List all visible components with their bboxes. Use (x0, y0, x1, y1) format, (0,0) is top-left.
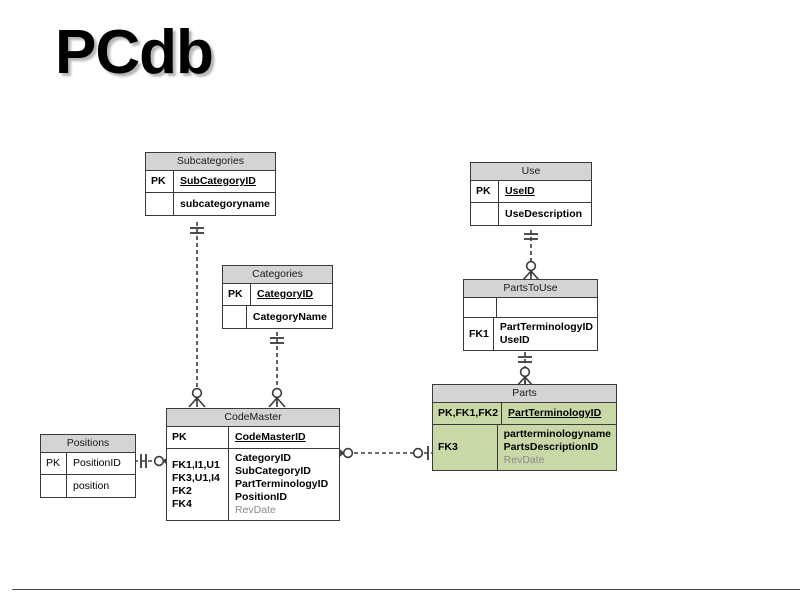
entity-row: subcategoryname (146, 193, 275, 215)
entity-subcategories-title: Subcategories (146, 153, 275, 171)
field-label: PartsDescriptionID (503, 441, 599, 453)
key-cell: PK (223, 284, 251, 305)
entity-row: PK CodeMasterID (167, 427, 339, 449)
key-cell: FK1,I1,U1 FK3,U1,I4 FK2 FK4 (167, 449, 229, 520)
relationship-partstouse-parts (516, 352, 534, 387)
entity-row: CategoryName (223, 306, 332, 328)
entity-row: PK PositionID (41, 453, 135, 475)
entity-row: FK1 PartTerminologyID UseID (464, 318, 597, 350)
field-label: UseDescription (505, 207, 583, 220)
field-label: CategoryName (252, 310, 327, 323)
key-cell: PK (41, 453, 67, 474)
entity-row: PK,FK1,FK2 PartTerminologyID (433, 403, 616, 425)
key-cell: PK,FK1,FK2 (433, 403, 502, 424)
field-label: SubCategoryID (235, 465, 311, 477)
field-label: RevDate (503, 454, 545, 466)
footer-divider (12, 589, 800, 590)
entity-row: PK SubCategoryID (146, 171, 275, 193)
field-label: CategoryID (257, 288, 314, 300)
entity-partstouse[interactable]: PartsToUse FK1 PartTerminologyID UseID (463, 279, 598, 351)
key-cell: FK3 (433, 425, 498, 470)
field-label: PositionID (235, 491, 287, 503)
entity-positions[interactable]: Positions PK PositionID position (40, 434, 136, 498)
entity-categories-title: Categories (223, 266, 332, 284)
entity-use[interactable]: Use PK UseID UseDescription (470, 162, 592, 226)
entity-row: PK CategoryID (223, 284, 332, 306)
field-cell (497, 298, 597, 317)
entity-row: UseDescription (471, 203, 591, 225)
key-cell (464, 298, 497, 317)
field-label: PartTerminologyID (499, 321, 593, 333)
field-label: subcategoryname (180, 197, 270, 210)
relationship-categories-codemaster (268, 332, 286, 408)
field-cell: UseDescription (499, 203, 591, 225)
field-cell: PositionID (67, 453, 135, 474)
field-label: CategoryID (235, 452, 292, 464)
field-cell: CategoryID (251, 284, 332, 305)
field-label: UseID (499, 334, 530, 346)
key-cell: PK (471, 181, 499, 202)
relationship-codemaster-parts (333, 444, 432, 462)
relationship-subcategories-codemaster (188, 222, 206, 408)
field-label: UseID (505, 185, 535, 197)
field-cell: PartTerminologyID (502, 403, 616, 424)
field-label: PositionID (73, 457, 121, 469)
key-cell: FK1 (464, 318, 494, 350)
field-cell: SubCategoryID (174, 171, 275, 192)
field-cell: partterminologyname PartsDescriptionID R… (498, 425, 616, 470)
entity-row (464, 298, 597, 318)
field-cell: CodeMasterID (229, 427, 339, 448)
entity-row: position (41, 475, 135, 497)
entity-row: FK3 partterminologyname PartsDescription… (433, 425, 616, 470)
field-cell: CategoryID SubCategoryID PartTerminology… (229, 449, 339, 520)
entity-use-title: Use (471, 163, 591, 181)
field-cell: position (67, 475, 135, 497)
field-cell: subcategoryname (174, 193, 275, 215)
field-label: RevDate (235, 504, 276, 516)
entity-codemaster[interactable]: CodeMaster PK CodeMasterID FK1,I1,U1 FK3… (166, 408, 340, 521)
entity-positions-title: Positions (41, 435, 135, 453)
field-cell: CategoryName (247, 306, 332, 328)
key-cell (146, 193, 174, 215)
field-label: CodeMasterID (235, 431, 306, 443)
entity-codemaster-title: CodeMaster (167, 409, 339, 427)
field-label: SubCategoryID (180, 175, 256, 187)
key-cell (41, 475, 67, 497)
field-cell: PartTerminologyID UseID (494, 318, 598, 350)
entity-partstouse-title: PartsToUse (464, 280, 597, 298)
relationship-use-partstouse (522, 230, 540, 281)
key-cell (223, 306, 247, 328)
entity-categories[interactable]: Categories PK CategoryID CategoryName (222, 265, 333, 329)
key-cell: PK (167, 427, 229, 448)
key-cell (471, 203, 499, 225)
field-label: PartTerminologyID (508, 407, 602, 419)
field-label: position (73, 479, 110, 492)
field-cell: UseID (499, 181, 591, 202)
field-label: PartTerminologyID (235, 478, 329, 490)
entity-parts-title: Parts (433, 385, 616, 403)
entity-subcategories[interactable]: Subcategories PK SubCategoryID subcatego… (145, 152, 276, 216)
page-title: PCdb (55, 18, 214, 87)
entity-row: PK UseID (471, 181, 591, 203)
field-label: partterminologyname (503, 428, 611, 440)
entity-row: FK1,I1,U1 FK3,U1,I4 FK2 FK4 CategoryID S… (167, 449, 339, 520)
entity-parts[interactable]: Parts PK,FK1,FK2 PartTerminologyID FK3 p… (432, 384, 617, 471)
key-cell: PK (146, 171, 174, 192)
